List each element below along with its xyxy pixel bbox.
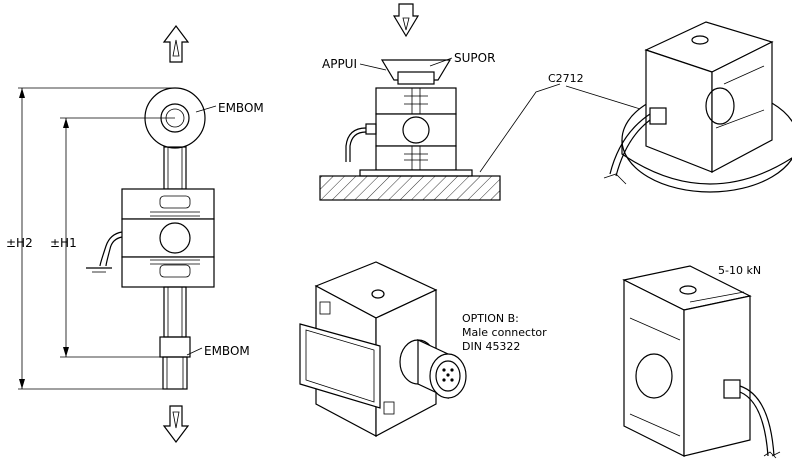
c2712-label: C2712 xyxy=(548,72,584,85)
isometric-5-10kn-view: 5-10 kN xyxy=(622,264,781,459)
embom-top-label: EMBOM xyxy=(218,101,264,115)
appui-label: APPUI xyxy=(322,57,357,71)
capacity-label: 5-10 kN xyxy=(718,264,761,277)
option-line2: Male connector xyxy=(462,326,547,339)
force-up-arrow xyxy=(162,25,190,63)
side-view-assembly: ±H2 ±H1 EMBOM EMBOM xyxy=(6,25,264,443)
option-line1: OPTION B: xyxy=(462,312,519,325)
isometric-round-base-view xyxy=(565,21,792,193)
embom-bottom-label: EMBOM xyxy=(204,344,250,358)
supor-label: SUPOR xyxy=(454,51,495,65)
force-down-arrow xyxy=(162,405,190,443)
option-b-connector-view: OPTION B: Male connector DIN 45322 xyxy=(299,261,547,437)
upper-block xyxy=(121,188,215,220)
h2-label: ±H2 xyxy=(6,236,33,250)
h1-label: ±H1 xyxy=(50,236,77,250)
compression-mount-view: APPUI SUPOR C2712 xyxy=(319,3,584,201)
lower-block xyxy=(121,256,215,288)
option-line3: DIN 45322 xyxy=(462,340,520,353)
din-connector xyxy=(399,339,467,399)
